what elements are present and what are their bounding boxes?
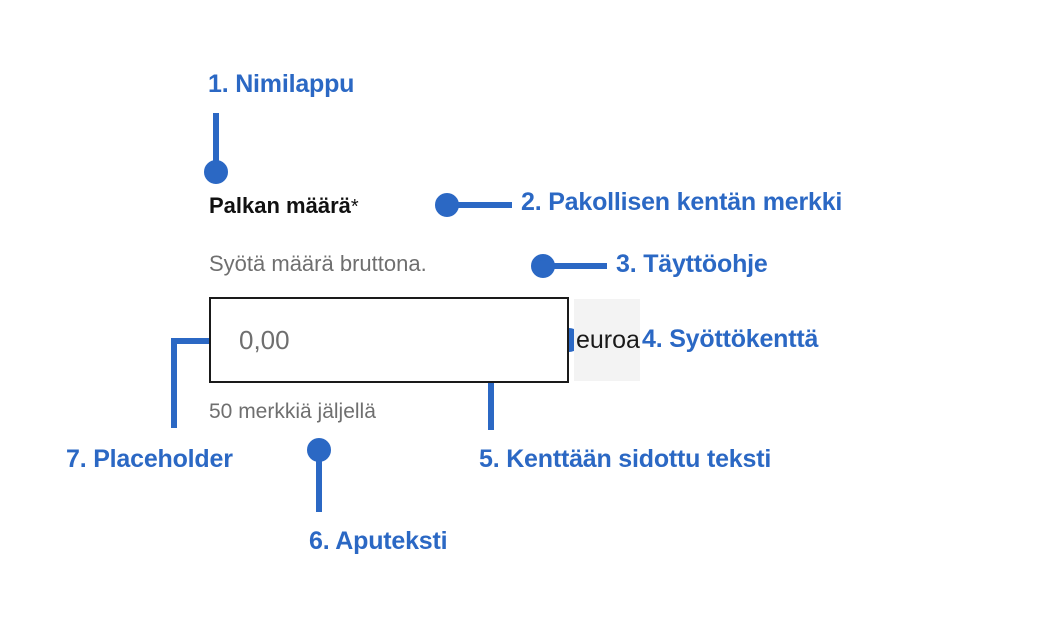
annotation-label-2: 2. Pakollisen kentän merkki	[521, 188, 843, 216]
annotation-label-1: 1. Nimilappu	[208, 70, 355, 98]
character-counter: 50 merkkiä jäljellä	[209, 400, 376, 423]
field-hint-text: Syötä määrä bruttona.	[209, 251, 427, 276]
annotation-label-7: 7. Placeholder	[66, 445, 233, 473]
leader-dot-6	[307, 438, 331, 462]
annotation-label-5: 5. Kenttään sidottu teksti	[479, 445, 772, 473]
field-suffix-label: euroa	[574, 299, 640, 381]
leader-dot-3	[531, 254, 555, 278]
annotation-label-4: 4. Syöttökenttä	[642, 325, 819, 353]
annotation-label-3: 3. Täyttöohje	[616, 250, 768, 278]
amount-input[interactable]	[211, 299, 574, 381]
required-marker: *	[350, 196, 359, 218]
field-label: Palkan määrä*	[209, 193, 359, 219]
leader-dot-2	[435, 193, 459, 217]
annotation-label-6: 6. Aputeksti	[309, 527, 448, 555]
amount-field-group[interactable]: euroa	[209, 297, 640, 383]
field-label-text: Palkan määrä	[209, 193, 351, 218]
leader-dot-1	[204, 160, 228, 184]
